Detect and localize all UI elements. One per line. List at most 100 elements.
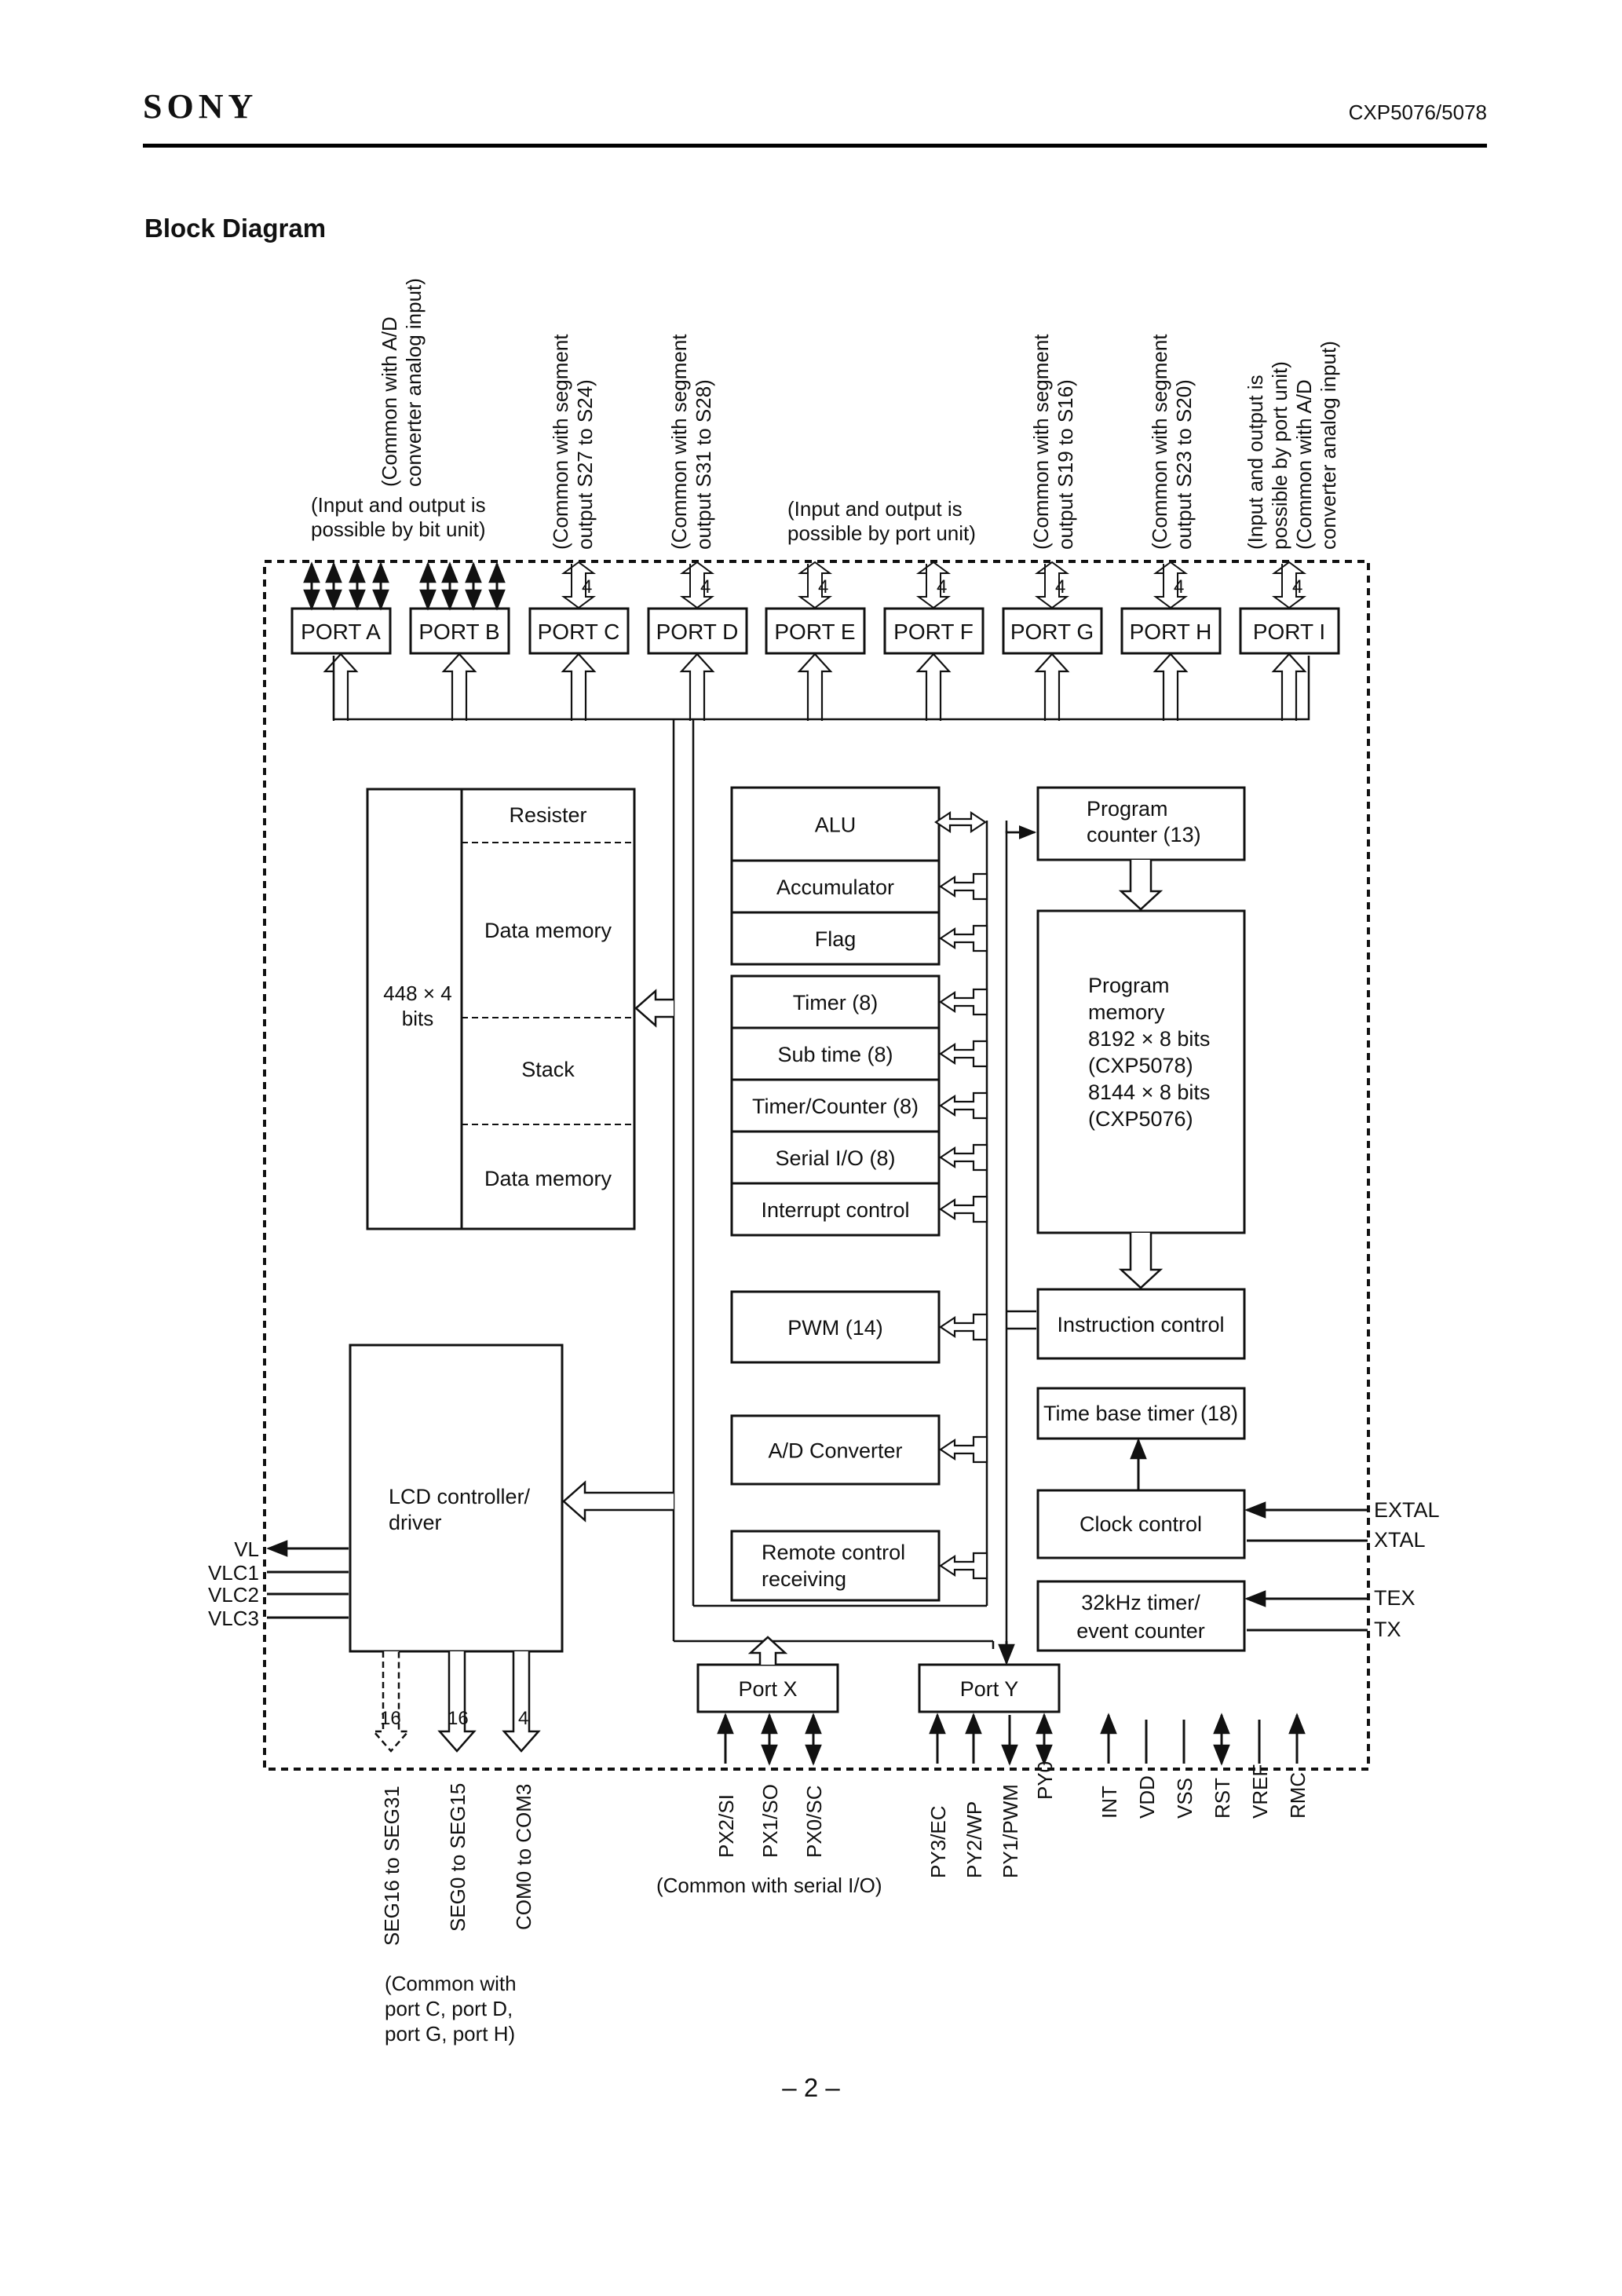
lcd-output-note: port G, port H) [385,2022,515,2046]
instruction-control-label: Instruction control [1057,1313,1224,1336]
lcd-output-note: port C, port D, [385,1997,513,2020]
page-number: – 2 – [782,2073,840,2102]
header-rule [143,144,1487,148]
model-number: CXP5076/5078 [1348,101,1487,124]
program-memory-label: Program [1088,974,1170,997]
program-memory-label: (CXP5076) [1088,1107,1193,1131]
port-x-pin: PX2/SI [714,1794,738,1858]
bus-tap-arrow [939,988,988,1016]
note-port-a-adc: converter analog input) [402,278,426,487]
lcd-bus-arrow [562,1480,674,1523]
cpu-block [730,1182,941,1237]
cpu-block [730,1414,941,1486]
program-memory-label: 8192 × 8 bits [1088,1027,1210,1051]
program-memory-label: memory [1088,1000,1165,1024]
port-label: PORT A [301,620,381,644]
note-port-h: output S23 to S20) [1172,379,1196,550]
clock-pin: TEX [1374,1586,1416,1610]
cpu-block-label: PWM (14) [787,1316,883,1340]
port-bus-arrow [1271,653,1307,721]
port-label: PORT E [774,620,855,644]
port-b-pins [419,561,506,611]
port-bus-arrow [797,653,833,721]
port-pin-arrow [1153,561,1189,609]
lcd-supply-pin: VL [234,1537,259,1561]
port-x-bus-arrow [747,1636,788,1665]
port-bus-arrow [1034,653,1070,721]
note-port-i: (Common with A/D [1292,379,1316,550]
note-port-i: (Input and output is [1244,375,1267,550]
port-label: PORT I [1253,620,1325,644]
clock-pin: XTAL [1374,1528,1426,1552]
sony-logo: SONY [143,87,258,126]
memory-section-label: Stack [521,1058,575,1081]
note-bit-unit: possible by bit unit) [311,517,486,541]
port-x-pin-arrows [717,1713,822,1766]
cpu-block-label: Flag [815,927,857,951]
port-bit-width: 4 [1292,576,1302,598]
misc-pin: RMC [1286,1772,1310,1819]
alu-bus-arrow [934,810,987,834]
bus-tap-arrow [939,1552,988,1580]
port-x-note: (Common with serial I/O) [656,1874,882,1897]
program-flow-arrows [1118,860,1164,1289]
cpu-block-label: Interrupt control [761,1198,909,1222]
lcd-output-label: SEG0 to SEG15 [446,1783,469,1932]
port-label: PORT G [1010,620,1094,644]
port-bus-arrow [561,653,597,721]
cpu-block-label: ALU [815,813,857,837]
diagram-labels: (Common with A/D converter analog input) (… [208,278,1440,2046]
program-memory-label: (CXP5078) [1088,1054,1193,1077]
bus-tap-arrow [939,1143,988,1172]
port-y-pin: PY1/PWM [999,1784,1022,1878]
port-bit-width: 4 [700,576,711,598]
port-bus-arrow [323,653,359,721]
bus-tap-arrow [939,872,988,901]
program-counter-label: Program [1087,797,1168,821]
cpu-block-label: Remote control [762,1541,905,1564]
misc-pin: INT [1098,1786,1121,1819]
lcd-output-width: 16 [448,1708,469,1729]
bus-tap-arrow [939,1040,988,1068]
misc-pin: VSS [1173,1778,1196,1819]
note-port-i: possible by port unit) [1268,361,1291,550]
note-port-unit: possible by port unit) [787,521,976,545]
note-port-c: output S27 to S24) [573,379,597,550]
top-bus [332,656,1310,721]
memory-section-label: Resister [509,803,586,827]
port-label: PORT H [1130,620,1212,644]
note-bit-unit: (Input and output is [311,493,486,517]
port-a-pins [303,561,389,611]
port-bit-width: 4 [1174,576,1184,598]
bus-tap-arrow [939,1435,988,1464]
bus-tap-arrow [939,1091,988,1120]
port-label: PORT B [418,620,499,644]
bus-tap-arrow [939,1313,988,1341]
port-bit-width: 4 [582,576,592,598]
port-pin-arrow [1271,561,1307,609]
memory-size: bits [402,1007,433,1030]
cpu-block-label: Timer/Counter (8) [752,1095,919,1118]
port-bus-arrow [441,653,477,721]
clock-pin: TX [1374,1618,1401,1641]
port-label: PORT C [538,620,620,644]
note-port-d: (Common with segment [667,334,691,550]
lcd-output-arrows [371,1651,541,1753]
port-label: PORT D [656,620,739,644]
clock-pin-arrows [1244,1501,1368,1632]
port-x-label: Port X [738,1677,797,1701]
time-base-timer-label: Time base timer (18) [1043,1402,1238,1425]
cpu-block-label: Timer (8) [793,991,879,1015]
memory-section-label: Data memory [484,1167,612,1190]
cpu-block-label: receiving [762,1567,846,1591]
misc-pin: VDD [1135,1775,1159,1819]
port-x-pin: PX0/SC [802,1786,826,1859]
misc-pin: RST [1211,1778,1234,1819]
timer32-label: 32kHz timer/ [1081,1591,1200,1614]
cpu-block [730,911,941,966]
cpu-block [730,1290,941,1364]
cpu-block-label: A/D Converter [768,1439,902,1463]
note-port-g: (Common with segment [1029,334,1053,550]
